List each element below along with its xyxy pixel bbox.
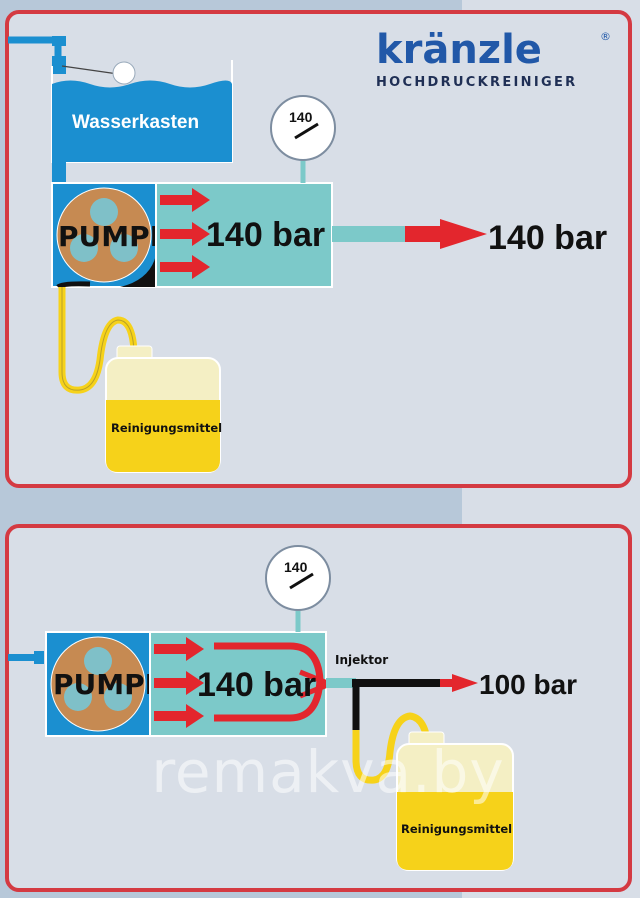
pressure-gauge-top: 140 (270, 95, 336, 183)
water-inlet-bottom (8, 654, 40, 661)
outlet-arrow (440, 674, 478, 692)
detergent-system-bottom: Reinigungsmittel (352, 687, 514, 871)
flow-arrow (154, 637, 204, 661)
water-inlet-pipe (8, 36, 66, 74)
gauge-needle (294, 122, 319, 140)
pump-label: PUMPE (53, 668, 164, 701)
flow-arrow (160, 255, 210, 279)
outlet-arrow (405, 219, 487, 249)
float-ball (112, 61, 136, 85)
pump-label: PUMPE (58, 220, 169, 253)
pump-top: PUMPE (51, 182, 169, 290)
injector-outlet: Injektor 100 bar (326, 653, 577, 700)
gauge-needle (289, 572, 314, 590)
outlet-pipe (352, 679, 442, 687)
pressure-gauge-bottom: 140 (265, 545, 331, 632)
pressure-chamber-bottom: 140 bar (149, 631, 337, 737)
registered-mark: ® (600, 30, 611, 43)
flow-arrow (160, 222, 210, 246)
injector-label: Injektor (335, 653, 388, 667)
bottom-panel: PUMPE 140 bar 140 Injektor 100 bar (5, 524, 632, 892)
chamber-pressure-label: 140 bar (197, 666, 316, 704)
flow-arrow (160, 188, 210, 212)
outlet-pressure-label: 140 bar (488, 219, 607, 257)
top-panel: kränzle ® HOCHDRUCKREINIGER Wasserkasten (5, 10, 632, 488)
pump-bottom: PUMPE (45, 631, 164, 737)
logo-tagline: HOCHDRUCKREINIGER (376, 75, 577, 90)
canister-label: Reinigungsmittel (111, 421, 222, 435)
outlet-top: 140 bar (332, 219, 607, 257)
outlet-pressure-label: 100 bar (479, 669, 577, 700)
logo-text: kränzle (376, 27, 542, 73)
canister-label: Reinigungsmittel (401, 822, 512, 836)
tank-label: Wasserkasten (72, 112, 199, 133)
gauge-value: 140 (289, 109, 313, 125)
kranzle-logo: kränzle ® HOCHDRUCKREINIGER (376, 27, 611, 90)
flow-arrow (154, 671, 204, 695)
chamber-pressure-label: 140 bar (206, 216, 325, 254)
watermark: remakva.by (151, 738, 505, 806)
pressure-chamber-top: 140 bar (155, 182, 333, 288)
gauge-value: 140 (284, 559, 308, 575)
detergent-system-top: Reinigungsmittel (58, 287, 222, 473)
water-tank: Wasserkasten (51, 60, 233, 190)
flow-arrow (154, 704, 204, 728)
